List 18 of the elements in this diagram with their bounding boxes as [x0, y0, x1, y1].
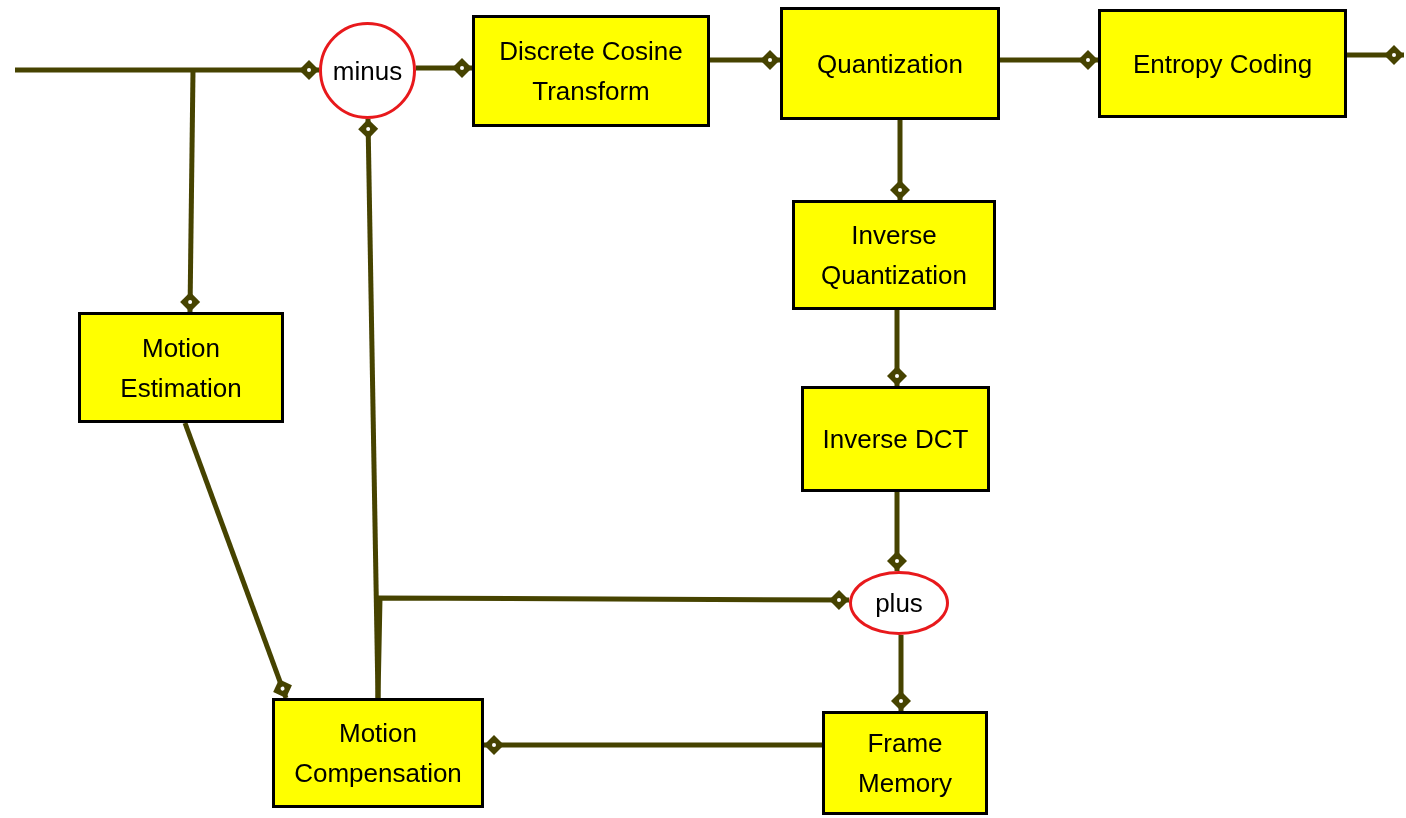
- process-box: [792, 200, 996, 310]
- process-box: [822, 711, 988, 815]
- process-box: [780, 7, 1000, 120]
- node-label: Inverse DCT: [822, 424, 969, 454]
- process-box: [78, 312, 284, 423]
- node-label: Motion Estimation: [120, 332, 242, 403]
- process-box: [801, 386, 990, 492]
- node-label: Quantization: [817, 48, 963, 79]
- node-label: plus: [875, 588, 923, 618]
- process-box: [272, 698, 484, 808]
- node-label: Frame Memory: [858, 728, 952, 798]
- node-label: Inverse Quantization: [821, 220, 967, 290]
- node-label: minus: [332, 55, 403, 86]
- node-label: Discrete Cosine Transform: [499, 36, 683, 106]
- node-label: Entropy Coding: [1132, 48, 1313, 79]
- process-box: [472, 15, 710, 127]
- node-label: Motion Compensation: [294, 718, 462, 788]
- process-box: [1098, 9, 1347, 118]
